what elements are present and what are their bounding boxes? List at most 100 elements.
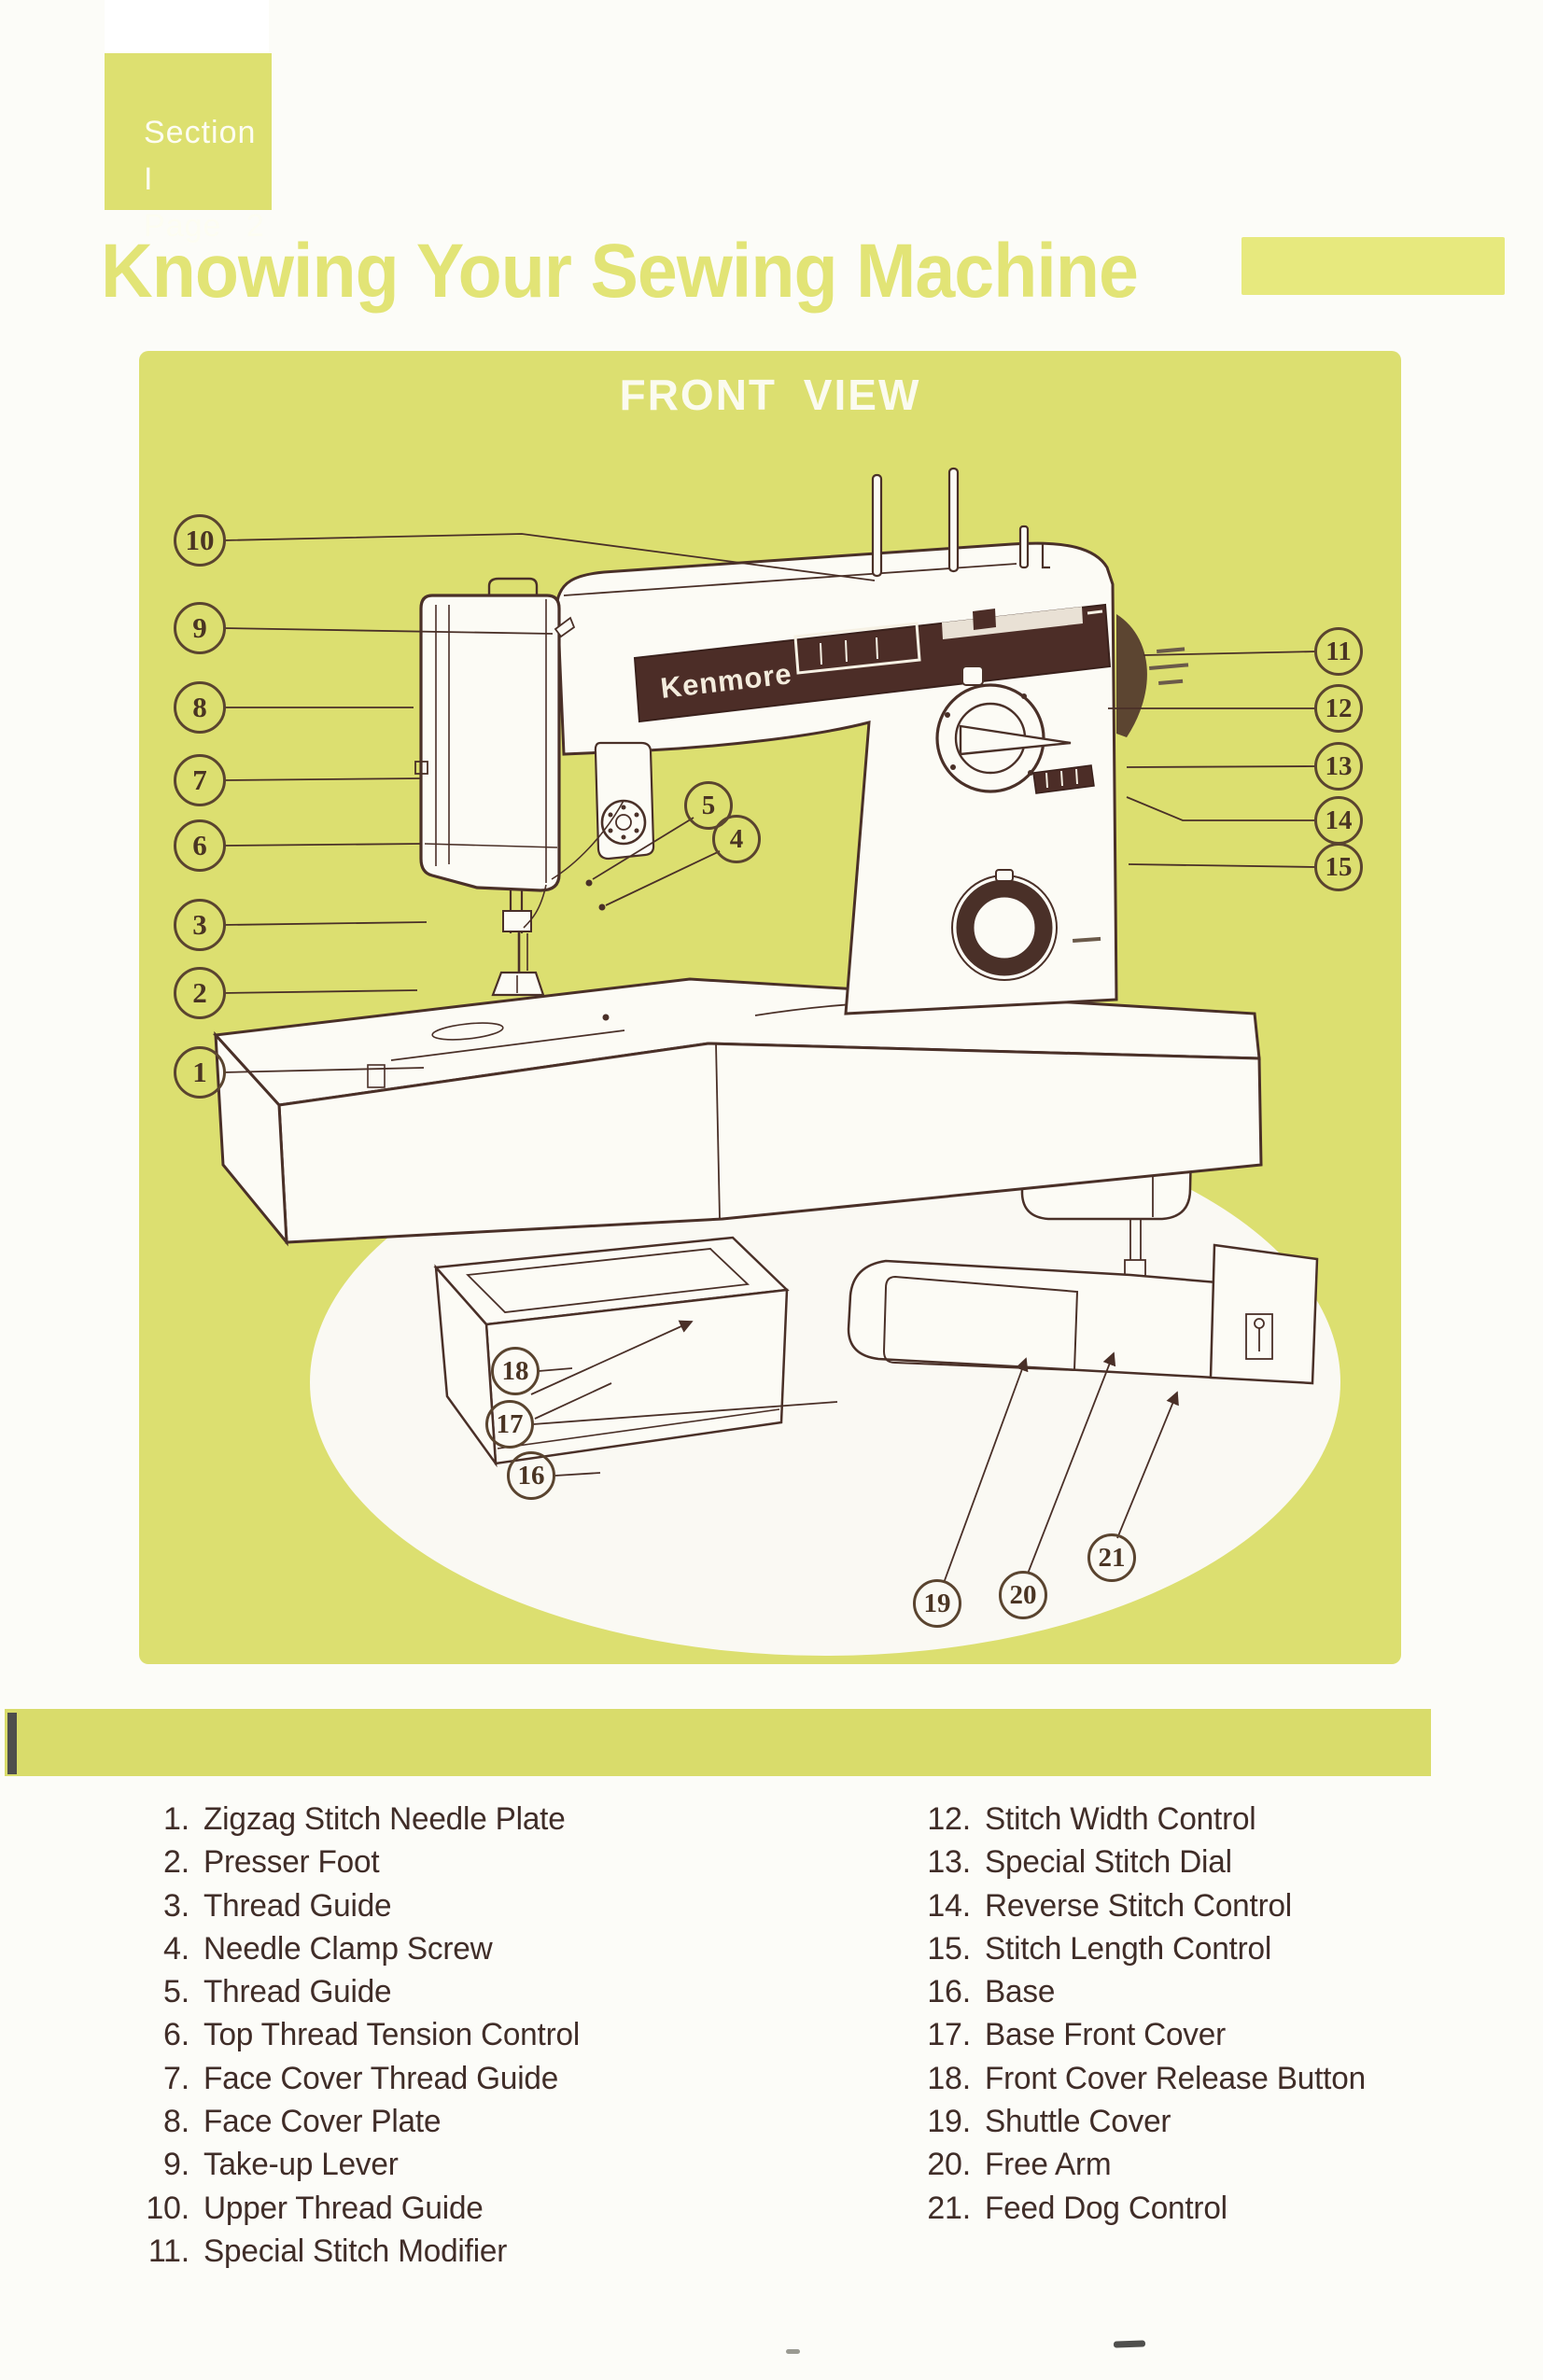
part-number: 1. bbox=[163, 1801, 189, 1837]
callout-2: 2 bbox=[174, 967, 226, 1019]
page-title: Knowing Your Sewing Machine bbox=[101, 229, 1139, 314]
main-leader-lines bbox=[222, 533, 1318, 1073]
part-label: Zigzag Stitch Needle Plate bbox=[203, 1801, 566, 1837]
figure-title: FRONT VIEW bbox=[619, 371, 921, 419]
part-row-13: 13.Special Stitch Dial bbox=[887, 1844, 1484, 1887]
shuttle-cover bbox=[882, 1275, 1079, 1372]
title-accent-bar bbox=[1241, 237, 1505, 295]
part-label: Take-up Lever bbox=[203, 2147, 399, 2183]
callout-13: 13 bbox=[1314, 742, 1363, 791]
bed-latch bbox=[367, 1064, 386, 1088]
stitch-length-dial bbox=[951, 869, 1058, 981]
thread-guide-upper bbox=[585, 879, 593, 887]
part-row-10: 10. Upper Thread Guide bbox=[140, 2191, 812, 2233]
leader-line-3 bbox=[222, 921, 428, 926]
callout-7: 7 bbox=[174, 754, 226, 806]
brand-band: Kenmore bbox=[633, 603, 1112, 723]
scan-white-notch bbox=[105, 0, 269, 54]
part-number: 14. bbox=[927, 1887, 971, 1924]
base-handle-groove bbox=[466, 1248, 750, 1313]
callout-11: 11 bbox=[1314, 627, 1363, 676]
tension-control bbox=[551, 741, 655, 880]
callout-12: 12 bbox=[1314, 684, 1363, 733]
part-number: 10. bbox=[146, 2190, 189, 2226]
scan-artifact-dash bbox=[1113, 2340, 1146, 2348]
part-number: 19. bbox=[927, 2104, 971, 2140]
face-cover-thread-guide bbox=[414, 761, 428, 775]
part-row-8: 8.Face Cover Plate bbox=[140, 2104, 812, 2147]
special-stitch-modifier-tab bbox=[961, 665, 984, 686]
face-cover bbox=[414, 577, 576, 892]
spool-pin-right bbox=[947, 467, 960, 573]
callout-14: 14 bbox=[1314, 796, 1363, 845]
panel-microtext bbox=[1073, 647, 1189, 943]
part-label: Reverse Stitch Control bbox=[985, 1887, 1293, 1924]
callout-9: 9 bbox=[174, 602, 226, 654]
callout-17: 17 bbox=[485, 1400, 534, 1449]
leader-line-10 bbox=[222, 533, 876, 581]
part-number: 15. bbox=[927, 1930, 971, 1967]
callout-5: 5 bbox=[684, 781, 733, 830]
part-label: Base Front Cover bbox=[985, 2017, 1226, 2053]
needle-plate-edge bbox=[390, 1029, 625, 1061]
leader-line-17 bbox=[532, 1401, 838, 1425]
balance-wheel bbox=[1116, 614, 1147, 737]
part-number: 6. bbox=[163, 2017, 189, 2053]
part-row-21: 21.Feed Dog Control bbox=[887, 2191, 1484, 2233]
inset-leader-lines bbox=[532, 1351, 1179, 1584]
part-number: 2. bbox=[163, 1844, 189, 1881]
separator-bar bbox=[5, 1709, 1431, 1776]
callout-6: 6 bbox=[174, 819, 226, 872]
part-label: Needle Clamp Screw bbox=[203, 1930, 493, 1967]
part-label: Free Arm bbox=[985, 2147, 1112, 2183]
part-label: Upper Thread Guide bbox=[203, 2190, 484, 2226]
callout-3: 3 bbox=[174, 899, 226, 951]
leader-line-16 bbox=[554, 1472, 601, 1477]
leader-line-14 bbox=[1126, 796, 1317, 821]
leader-line-15 bbox=[1128, 863, 1318, 868]
selector-slot bbox=[942, 607, 1083, 639]
part-label: Front Cover Release Button bbox=[985, 2060, 1366, 2096]
part-label: Face Cover Plate bbox=[203, 2104, 442, 2140]
part-row-3: 3.Thread Guide bbox=[140, 1888, 812, 1931]
part-label: Thread Guide bbox=[203, 1974, 392, 2010]
part-row-20: 20.Free Arm bbox=[887, 2147, 1484, 2190]
leader-line-9 bbox=[222, 627, 554, 635]
part-number: 13. bbox=[927, 1844, 971, 1881]
leader-line-2 bbox=[222, 989, 418, 994]
part-label: Stitch Length Control bbox=[985, 1930, 1272, 1967]
face-cover-cap bbox=[487, 577, 539, 595]
dial-pointer-lever bbox=[959, 724, 1072, 756]
scan-artifact-dot bbox=[786, 2349, 800, 2354]
part-row-19: 19.Shuttle Cover bbox=[887, 2104, 1484, 2147]
part-row-14: 14. Reverse Stitch Control bbox=[887, 1888, 1484, 1931]
page-label: Page 2 bbox=[144, 208, 265, 244]
part-row-12: 12.Stitch Width Control bbox=[887, 1801, 1484, 1844]
callout-10: 10 bbox=[174, 514, 226, 567]
machine-bed bbox=[212, 977, 1263, 1247]
callout-19: 19 bbox=[913, 1579, 961, 1628]
part-row-6: 6. Top Thread Tension Control bbox=[140, 2017, 812, 2060]
leader-line-7 bbox=[222, 777, 422, 781]
base-box bbox=[433, 1236, 790, 1468]
part-row-4: 4.Needle Clamp Screw bbox=[140, 1931, 812, 1974]
part-label: Top Thread Tension Control bbox=[203, 2017, 581, 2053]
needle-clamp-screw bbox=[598, 903, 606, 911]
callout-8: 8 bbox=[174, 681, 226, 734]
part-number: 16. bbox=[927, 1974, 971, 2010]
leader-line-18 bbox=[538, 1367, 573, 1372]
selector-knob bbox=[973, 609, 996, 630]
free-arm bbox=[847, 1243, 1319, 1385]
callout-18: 18 bbox=[491, 1347, 540, 1395]
part-label: Face Cover Thread Guide bbox=[203, 2060, 559, 2096]
spool-pin-left bbox=[871, 473, 883, 578]
part-number: 3. bbox=[163, 1887, 189, 1924]
leader-line-11 bbox=[1143, 651, 1318, 656]
needle-clamp bbox=[502, 910, 532, 932]
part-number: 7. bbox=[163, 2060, 189, 2096]
part-row-15: 15. Stitch Length Control bbox=[887, 1931, 1484, 1974]
thread-path bbox=[551, 800, 624, 880]
part-number: 18. bbox=[927, 2060, 971, 2096]
